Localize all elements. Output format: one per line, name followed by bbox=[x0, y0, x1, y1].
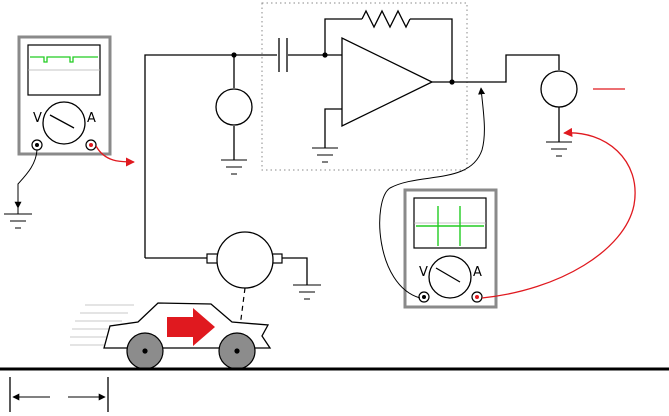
right-meter-a-label: A bbox=[473, 265, 482, 280]
right-meter-dial bbox=[429, 256, 471, 298]
right-meter-v-label: V bbox=[419, 265, 428, 280]
ground-icon-2 bbox=[312, 148, 338, 162]
left-meter-jack-v-pin bbox=[35, 143, 39, 147]
voltage-source-1 bbox=[216, 89, 252, 125]
car-wheel-front bbox=[219, 333, 255, 369]
opamp-noninverting-wire bbox=[325, 109, 342, 148]
motor-terminal-left bbox=[207, 254, 218, 263]
voltage-source-2 bbox=[541, 71, 577, 107]
span-marker-icon bbox=[10, 377, 108, 412]
right-meter-jack-v-pin bbox=[422, 295, 426, 299]
ground-icon-4 bbox=[293, 285, 321, 299]
output-wire bbox=[452, 55, 559, 82]
motor bbox=[207, 232, 282, 288]
left-meter-ground-icon bbox=[4, 208, 32, 228]
motor-ground-wire bbox=[282, 258, 307, 285]
right-meter-jack-a-pin bbox=[475, 295, 479, 299]
left-meter-jack-a-pin bbox=[89, 143, 93, 147]
motor-housing bbox=[217, 232, 273, 288]
left-meter-a-label: A bbox=[87, 111, 96, 126]
feedback-resistor bbox=[362, 11, 410, 27]
right-multimeter: V A bbox=[405, 190, 496, 307]
car-wheel-rear bbox=[127, 333, 163, 369]
op-amp bbox=[342, 38, 432, 126]
main-wiring bbox=[145, 52, 342, 258]
ground-icon-3 bbox=[546, 142, 572, 156]
right-meter-red-lead bbox=[482, 133, 635, 298]
left-meter-v-label: V bbox=[33, 111, 42, 126]
ground-icon-1 bbox=[221, 160, 247, 174]
left-meter-black-lead bbox=[18, 150, 37, 208]
left-multimeter: V A bbox=[19, 37, 110, 154]
capacitor bbox=[279, 38, 287, 72]
